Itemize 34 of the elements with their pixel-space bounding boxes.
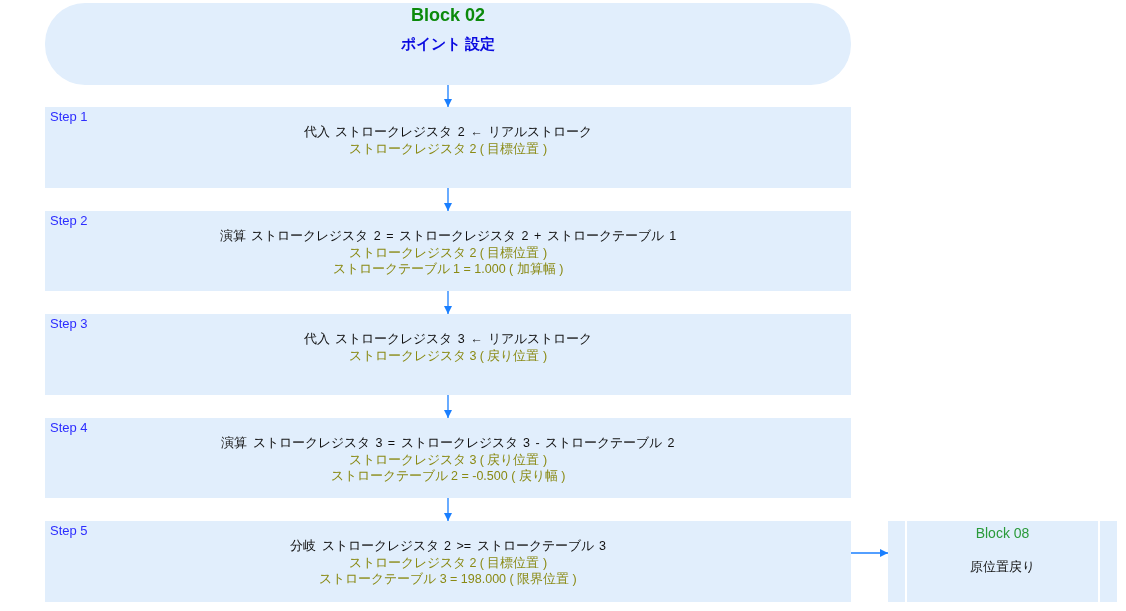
step-label: Step 2	[50, 213, 88, 229]
predefined-process-box	[888, 521, 1117, 602]
comment-text: ストロークレジスタ 2 ( 目標位置 )	[348, 554, 548, 571]
process-box	[45, 107, 851, 188]
arrow	[444, 187, 452, 212]
arrow	[444, 497, 452, 522]
block-name: ポイント 設定	[400, 34, 496, 54]
step-label: Step 4	[50, 420, 88, 436]
process-box	[45, 418, 851, 498]
instruction-text: 演算 ストロークレジスタ 3 = ストロークレジスタ 3 - ストロークテーブル 2	[221, 435, 675, 452]
instruction-text: 代入 ストロークレジスタ 2 ← リアルストローク	[303, 124, 593, 141]
process-box	[45, 211, 851, 291]
process-box	[45, 314, 851, 395]
step-label: Step 3	[50, 316, 88, 332]
instruction-text: 分岐 ストロークレジスタ 2 >= ストロークテーブル 3	[290, 538, 606, 555]
comment-text: ストロークテーブル 3 = 198.000 ( 限界位置 )	[319, 571, 577, 588]
arrow	[444, 394, 452, 419]
comment-text: ストロークテーブル 1 = 1.000 ( 加算幅 )	[332, 261, 564, 278]
block-name: 原位置戻り	[970, 558, 1035, 576]
step-label: Step 1	[50, 109, 88, 125]
comment-text: ストロークレジスタ 3 ( 戻り位置 )	[348, 347, 548, 364]
block-title: Block 08	[975, 524, 1030, 543]
process-box	[45, 521, 851, 602]
instruction-text: 代入 ストロークレジスタ 3 ← リアルストローク	[303, 331, 593, 348]
arrow	[444, 290, 452, 315]
comment-text: ストロークレジスタ 2 ( 目標位置 )	[348, 140, 548, 157]
comment-text: ストロークレジスタ 3 ( 戻り位置 )	[348, 451, 548, 468]
arrow	[850, 549, 889, 557]
comment-text: ストロークレジスタ 2 ( 目標位置 )	[348, 244, 548, 261]
comment-text: ストロークテーブル 2 = -0.500 ( 戻り幅 )	[330, 468, 566, 485]
instruction-text: 演算 ストロークレジスタ 2 = ストロークレジスタ 2 + ストロークテーブル 1	[219, 228, 677, 245]
block-title: Block 02	[410, 5, 485, 25]
step-label: Step 5	[50, 523, 88, 539]
arrow	[444, 84, 452, 108]
